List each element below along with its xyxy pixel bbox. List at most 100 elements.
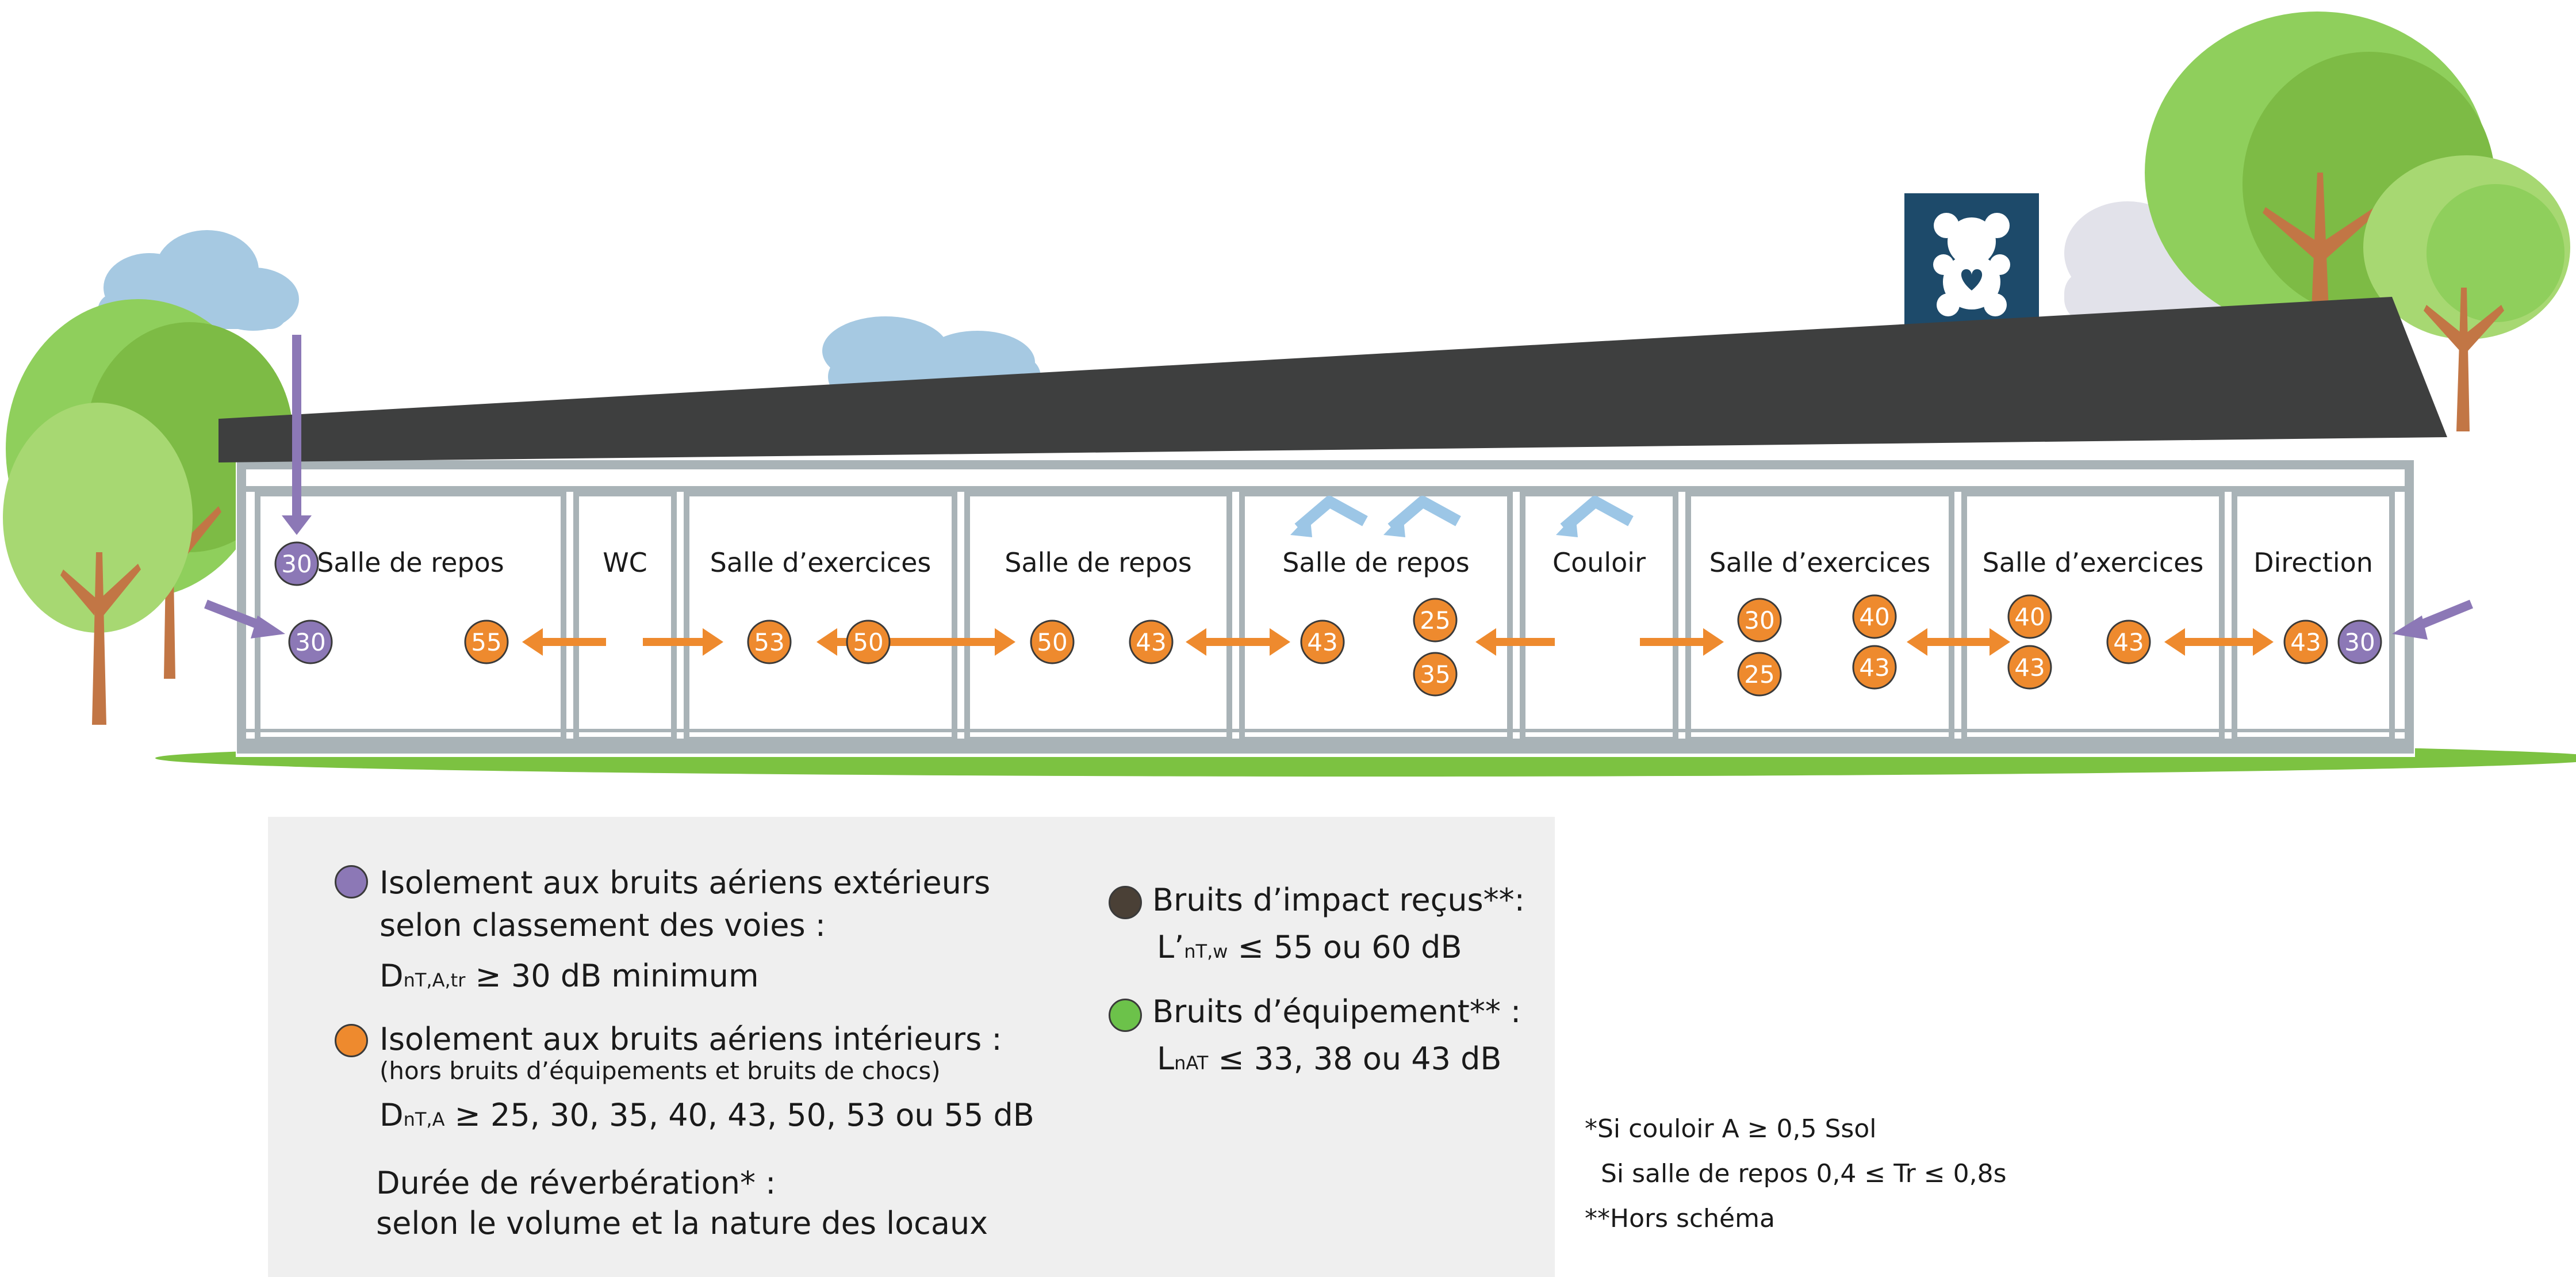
footnote-salle-de-repos: Si salle de repos 0,4 ≤ Tr ≤ 0,8s [1585,1159,2007,1188]
legend-impact-formula: L’nT,w ≤ 55 ou 60 dB [1157,926,1462,973]
room-2 [573,491,677,743]
tree-right-small [2363,155,2570,431]
legend-interior-note: (hors bruits d’équipements et bruits de … [379,1057,941,1085]
room-label: Salle de repos [1282,547,1470,578]
badge-value: 25 [1744,660,1774,689]
room-label: Salle d’exercices [1983,547,2204,578]
double-arrow-2 [1186,628,1290,656]
tree-left-front [3,403,193,725]
interior-badge: 35 [1413,652,1458,697]
badge-value: 43 [1859,653,1889,682]
exterior-arrow-top [282,335,312,535]
exterior-badge: 30 [288,620,333,664]
single-arrow-4 [1640,628,1724,656]
legend-impact-line1: Bruits d’impact reçus**: [1152,882,1525,918]
room-labels: Salle de repos WC Salle d’exercices Salle d… [317,547,2373,578]
badge-value: 43 [2113,628,2144,656]
badge-value: 30 [2344,628,2375,656]
interior-badge: 40 [1852,594,1897,639]
room-7 [1685,491,1954,743]
interior-badge: 25 [1413,598,1458,643]
reverberation-chevron-2 [1383,496,1461,537]
badge-value: 40 [1859,603,1889,631]
badge-value: 30 [281,550,312,578]
legend-exterior-dot [335,865,368,899]
formula-subscript: nT,w [1184,940,1228,962]
formula-subscript: nT,A [403,1108,445,1130]
formula-main: D [379,1097,404,1133]
single-arrow-2 [643,628,723,656]
interior-badge: 25 [1737,652,1782,697]
formula-main: D [379,958,404,994]
badge-value: 55 [471,628,501,656]
interior-badge: 43 [2283,620,2328,664]
legend-interior-line1: Isolement aux bruits aériens intérieurs … [379,1021,1002,1057]
formula-rest: ≥ 25, 30, 35, 40, 43, 50, 53 ou 55 dB [444,1097,1034,1133]
legend-equipment-line1: Bruits d’équipement** : [1152,993,1521,1030]
badge-value: 43 [2290,628,2321,656]
formula-rest: ≤ 33, 38 ou 43 dB [1208,1041,1502,1077]
interior-badge: 50 [846,620,891,664]
room-label: Salle de repos [317,547,504,578]
arrows [204,335,2474,656]
legend-exterior-line2: selon classement des voies : [379,907,826,943]
room-walls [255,491,2395,743]
reverberation-chevron-3 [1556,496,1634,537]
room-8 [1961,491,2225,743]
badge-value: 25 [1420,606,1450,634]
badge-value: 40 [2014,603,2045,631]
interior-badge: 30 [1737,598,1782,643]
formula-main: L [1157,1041,1175,1077]
reverberation-chevron-1 [1290,496,1368,537]
legend-exterior-formula: DnT,A,tr ≥ 30 dB minimum [379,955,759,1001]
single-arrow-1 [522,628,606,656]
formula-subscript: nAT [1174,1052,1209,1074]
legend-reverberation-line2: selon le volume et la nature des locaux [376,1205,988,1241]
legend-interior-dot [335,1024,368,1057]
interior-badge: 43 [2007,645,2052,690]
exterior-arrow-left [204,599,285,638]
legend-interior-formula: DnT,A ≥ 25, 30, 35, 40, 43, 50, 53 ou 55… [379,1094,1034,1141]
room-4 [964,491,1232,743]
interior-badge: 43 [1300,620,1345,664]
roof [218,297,2447,462]
badge-value: 53 [754,628,784,656]
badges: 30 30 55 53 50 50 43 43 25 35 30 25 40 43 40 43 43 43 30 [274,541,2382,697]
interior-badge: 43 [2106,620,2151,664]
legend-panel [268,817,1555,1277]
footnote-couloir: *Si couloir A ≥ 0,5 Ssol [1585,1114,1877,1144]
interior-badge: 50 [1030,620,1075,664]
badge-value: 30 [1744,606,1774,634]
badge-value: 35 [1420,660,1450,689]
legend-exterior-line1: Isolement aux bruits aériens extérieurs [379,865,991,901]
room-label: Couloir [1552,547,1646,578]
legend-equipment-dot [1109,999,1142,1032]
exterior-badge: 30 [2337,620,2382,664]
legend-reverberation-line1: Durée de réverbération* : [376,1165,776,1201]
double-arrow-3 [1907,628,2010,656]
exterior-badge: 30 [274,541,319,586]
footnote-hors-schema: **Hors schéma [1585,1204,1775,1233]
badge-value: 30 [295,628,325,656]
room-6 [1520,491,1678,743]
single-arrow-3 [1475,628,1555,656]
badge-value: 50 [853,628,883,656]
room-label: WC [603,547,647,578]
room-label: Salle d’exercices [710,547,931,578]
interior-badge: 53 [747,620,792,664]
interior-badge: 40 [2007,594,2052,639]
interior-badge: 43 [1129,620,1174,664]
formula-rest: ≤ 55 ou 60 dB [1228,929,1462,965]
formula-subscript: nT,A,tr [403,969,466,991]
badge-value: 43 [2014,653,2045,682]
formula-rest: ≥ 30 dB minimum [465,958,759,994]
interior-badge: 43 [1852,645,1897,690]
teddy-bear-sign [1904,193,2039,329]
room-label: Salle d’exercices [1709,547,1931,578]
exterior-arrow-right [2392,599,2474,640]
formula-main: L’ [1157,929,1184,965]
badge-value: 43 [1307,628,1337,656]
interior-badge: 55 [464,620,509,664]
room-3 [684,491,957,743]
